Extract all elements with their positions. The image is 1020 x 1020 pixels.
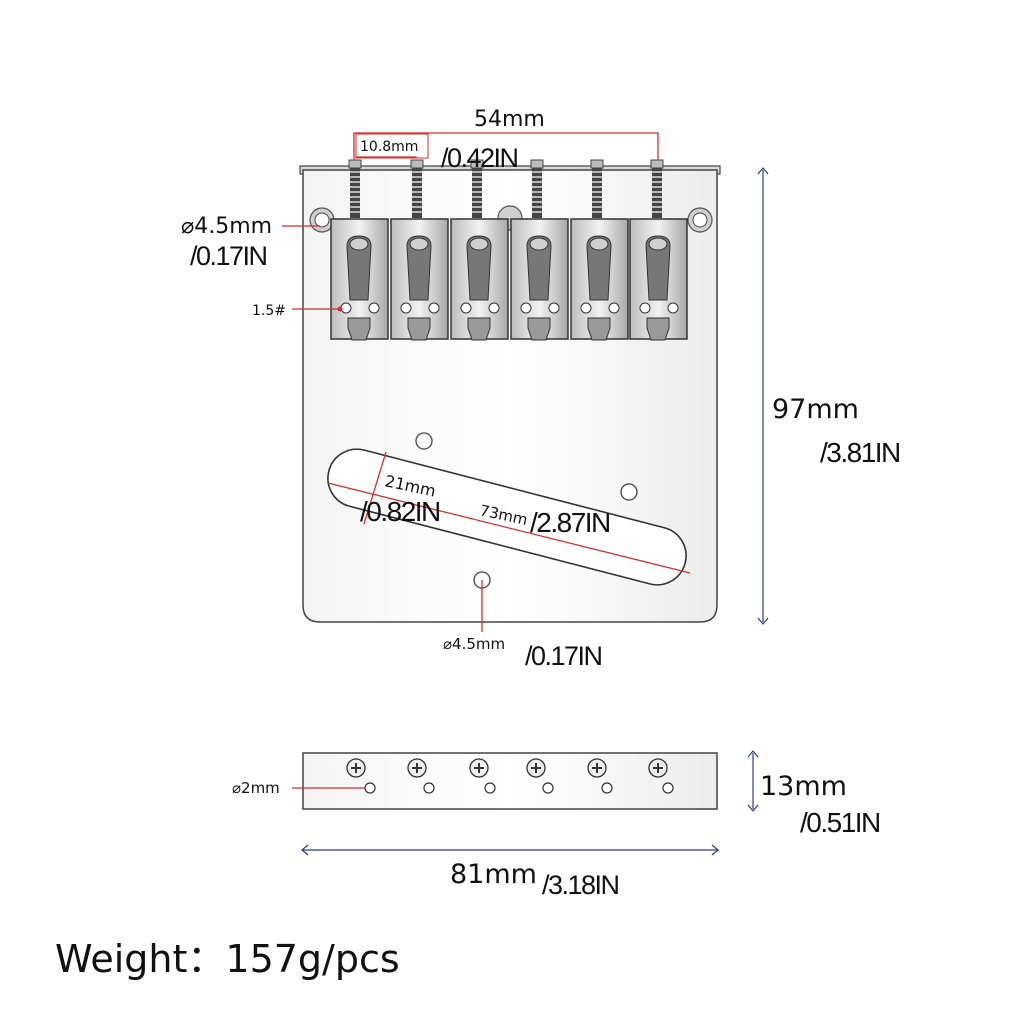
slot-width-line (363, 451, 387, 525)
label-0-42in: /0.42IN (441, 143, 518, 173)
side-screw-4 (526, 758, 546, 778)
saddle-2 (390, 218, 449, 341)
label-81mm: 81mm (450, 859, 537, 890)
label-10-8mm: 10.8mm (360, 139, 418, 155)
plate-hole-upper (415, 432, 433, 450)
side-screw-3 (469, 758, 489, 778)
side-screws (346, 758, 668, 778)
saddle-1 (330, 218, 389, 341)
label-mount-hole-in: /0.17IN (190, 241, 267, 271)
bridge-side-view (292, 750, 759, 856)
intonation-screw-3 (470, 159, 484, 218)
label-3-81in: /3.81IN (820, 437, 900, 468)
saddles (330, 218, 688, 341)
dimension-labels: 54mm 10.8mm /0.42IN ⌀4.5mm /0.17IN 1.5# … (181, 107, 901, 900)
label-54mm: 54mm (474, 107, 545, 132)
label-0-51in: /0.51IN (800, 807, 880, 838)
saddle-4 (510, 218, 569, 341)
label-screw-size: 1.5# (252, 303, 286, 319)
intonation-screw-4 (530, 159, 544, 218)
intonation-screw-2 (410, 159, 424, 218)
label-0-82in: /0.82IN (360, 496, 440, 527)
side-screw-1 (346, 758, 366, 778)
saddle-3 (450, 218, 509, 341)
dimension-lines (282, 132, 769, 632)
pickup-slot (327, 448, 687, 586)
plate-hole-right (620, 483, 638, 501)
intonation-screws (348, 159, 664, 218)
label-13mm: 13mm (760, 771, 847, 802)
label-97mm: 97mm (772, 394, 859, 425)
intonation-screw-1 (348, 159, 362, 218)
label-mount-hole-mm: ⌀4.5mm (181, 214, 272, 239)
intonation-screw-6 (650, 159, 664, 218)
saddle-5 (570, 218, 629, 341)
label-bottom-hole-in: /0.17IN (525, 641, 602, 671)
label-3-18in: /3.18IN (542, 870, 619, 900)
weight-label: Weight：157g/pcs (55, 937, 400, 981)
side-screw-2 (407, 758, 427, 778)
side-screw-5 (587, 758, 607, 778)
side-plate (302, 752, 718, 810)
label-2-87in: /2.87IN (530, 507, 610, 538)
side-screw-6 (648, 758, 668, 778)
side-holes (364, 782, 674, 794)
label-side-hole-mm: ⌀2mm (232, 779, 280, 797)
bridge-top-view (299, 159, 721, 623)
slot-length-line (327, 482, 691, 574)
dim-10-8-box (355, 133, 429, 159)
dim-54-bracket (353, 132, 659, 160)
mount-hole-right (687, 207, 713, 233)
intonation-screw-5 (590, 159, 604, 218)
saddle-6 (629, 218, 688, 341)
label-bottom-hole-mm: ⌀4.5mm (443, 635, 505, 653)
